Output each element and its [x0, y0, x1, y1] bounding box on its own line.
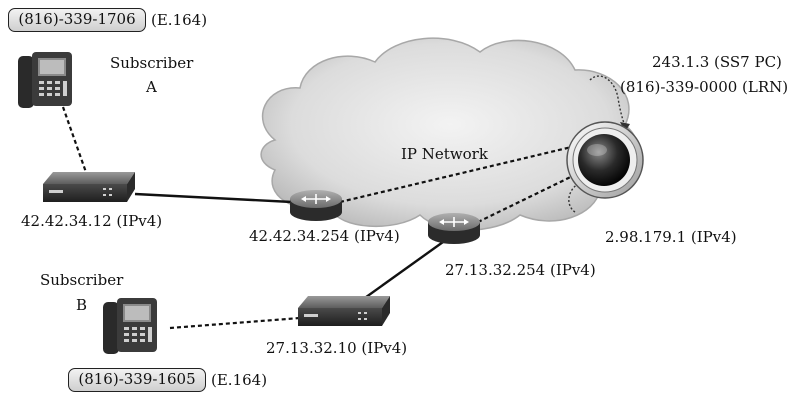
- phone-a-icon: [18, 52, 72, 108]
- phone-b-icon: [103, 298, 157, 354]
- signalling-arrows: [568, 75, 626, 213]
- switch-node: [566, 121, 644, 199]
- subscriber-b-label-line2: B: [76, 296, 88, 314]
- link-phone-a-gateway-a: [61, 106, 90, 179]
- subscriber-b-number: (816)-339-1605: [78, 370, 196, 388]
- link-router-b-switch: [477, 169, 586, 223]
- switch-lrn: (816)-339-0000 (LRN): [620, 78, 789, 96]
- subscriber-a-number: (816)-339-1706: [18, 10, 136, 28]
- links: [61, 106, 586, 330]
- router-b-address: 27.13.32.254 (IPv4): [445, 261, 596, 279]
- subscriber-b-number-format: (E.164): [211, 371, 268, 389]
- router-b: [428, 213, 480, 244]
- switch-point-code: 243.1.3 (SS7 PC): [652, 53, 782, 71]
- gateway-a: [43, 172, 135, 202]
- subscriber-b-label-line1: Subscriber: [40, 271, 124, 289]
- link-phone-b-gateway-b: [169, 316, 301, 330]
- subscriber-a-label-line2: A: [146, 78, 157, 96]
- router-a: [290, 190, 342, 221]
- gateway-b-address: 27.13.32.10 (IPv4): [266, 339, 408, 357]
- gateway-b: [298, 296, 390, 326]
- subscriber-a-label-line1: Subscriber: [110, 54, 194, 72]
- link-gateway-a-router-a: [134, 192, 293, 204]
- subscriber-a-number-box: (816)-339-1706: [8, 8, 146, 32]
- link-router-b-gateway-b: [361, 236, 451, 301]
- switch-ip-address: 2.98.179.1 (IPv4): [605, 228, 737, 246]
- link-router-a-switch: [339, 143, 581, 204]
- router-a-address: 42.42.34.254 (IPv4): [249, 227, 400, 245]
- subscriber-b-number-box: (816)-339-1605: [68, 368, 206, 392]
- subscriber-a-number-format: (E.164): [151, 11, 208, 29]
- gateway-a-address: 42.42.34.12 (IPv4): [21, 212, 163, 230]
- network-label: IP Network: [401, 145, 488, 163]
